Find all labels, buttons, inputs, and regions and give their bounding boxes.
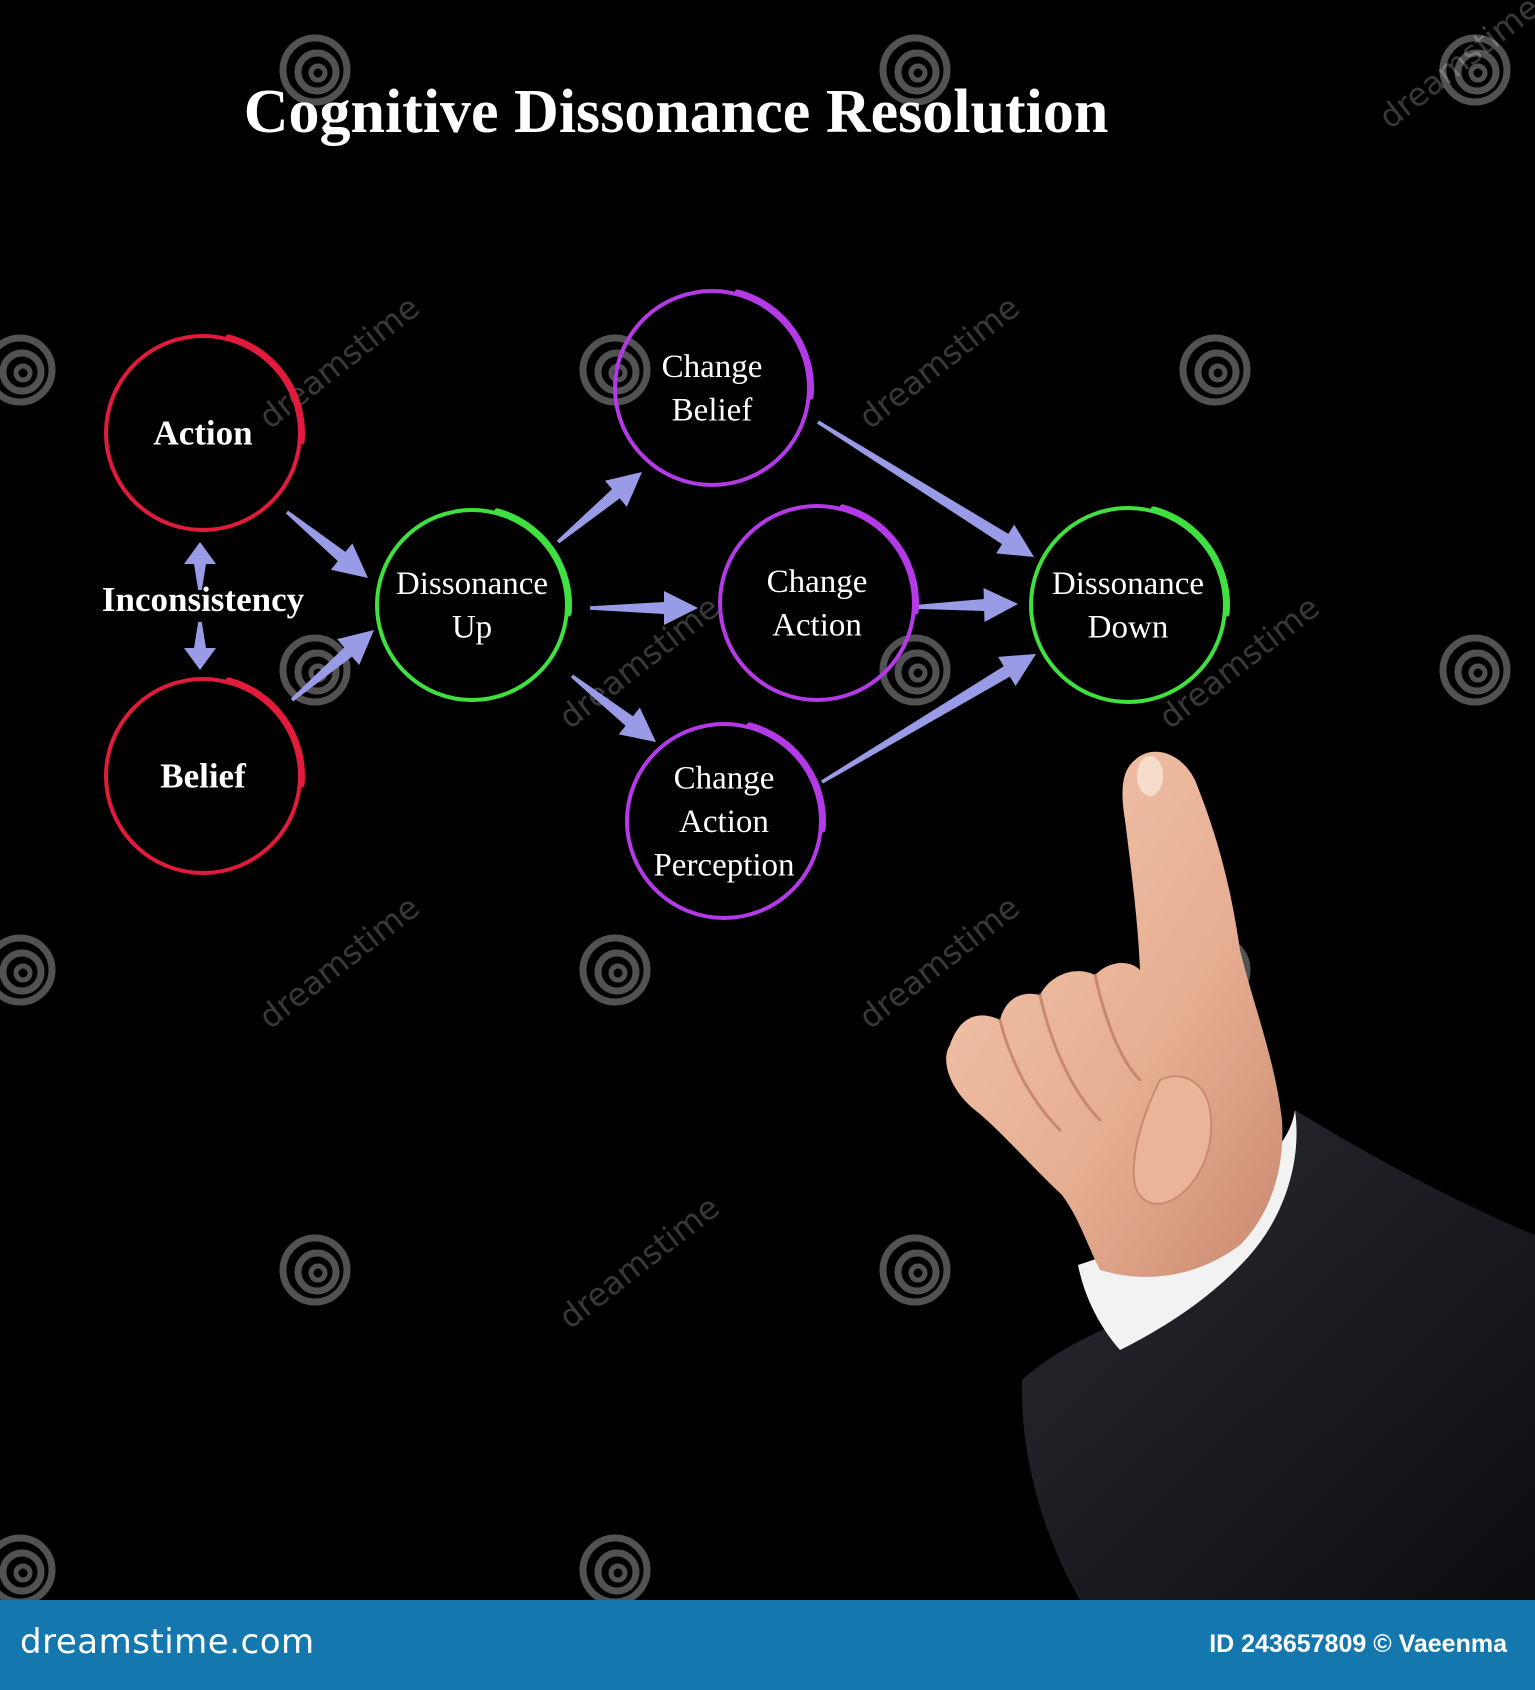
arrow-change-belief-to-dissonance-down <box>817 420 1034 557</box>
spiral-logo-icon <box>1439 634 1511 706</box>
arrow-action-to-dissonance-up <box>285 510 368 578</box>
node-label: Belief <box>160 757 246 796</box>
spiral-logo-icon <box>879 634 951 706</box>
node-ring-accent <box>839 504 919 615</box>
spiral-logo-icon <box>1439 34 1511 106</box>
node-label: Change <box>674 760 775 796</box>
node-belief: Belief <box>104 677 305 875</box>
fingernail <box>1137 756 1163 796</box>
watermark-text: dreamstime <box>852 288 1027 436</box>
node-ring-accent <box>494 508 572 617</box>
node-ring-accent <box>225 334 305 445</box>
arrow-dissonance-up-to-change-action <box>590 591 698 625</box>
node-ring-accent <box>746 722 826 833</box>
node-ring-accent <box>225 677 305 788</box>
node-action: Action <box>104 334 305 532</box>
node-ring <box>718 504 916 702</box>
footer-image-id: ID 243657809 © Vaeenma <box>1209 1630 1507 1658</box>
cognitive-dissonance-diagram: dreamstime dreamstime dreamstime dreamstime… <box>0 0 1535 1600</box>
watermark-text: dreamstime <box>252 288 427 436</box>
arrow-change-action-perception-to-dissonance-down <box>821 654 1036 784</box>
spiral-logo-icon <box>1179 334 1251 406</box>
footer-bar: dreamstime.com ID 243657809 © Vaeenma <box>0 1600 1535 1690</box>
spiral-logo-icon <box>0 334 56 406</box>
node-label: Dissonance <box>396 566 548 602</box>
spiral-logo-icon <box>279 34 351 106</box>
knuckle-lines <box>998 973 1142 1132</box>
watermark-text: dreamstime <box>552 1188 727 1336</box>
node-label: Action <box>772 608 862 644</box>
node-ring <box>375 508 569 702</box>
spiral-logo-icon <box>879 1234 951 1306</box>
pointing-hand-illustration <box>946 751 1535 1600</box>
spiral-logo-icon <box>879 34 951 106</box>
arrow-dissonance-up-to-change-action-perception <box>570 674 656 742</box>
arrow-action-to-belief-up <box>184 542 216 590</box>
node-label: Action <box>153 414 252 453</box>
suit-sleeve <box>1021 1110 1535 1600</box>
spiral-logo-icon <box>0 934 56 1006</box>
footer-brand-link[interactable]: dreamstime.com <box>20 1622 315 1662</box>
thumb <box>1132 1075 1213 1205</box>
node-label: Dissonance <box>1052 566 1204 602</box>
node-label: Belief <box>672 393 753 429</box>
watermark-text: dreamstime <box>852 888 1027 1036</box>
arrow-dissonance-up-to-change-belief <box>556 472 642 544</box>
node-label: Action <box>679 804 769 840</box>
node-ring-accent <box>1150 506 1230 617</box>
spiral-logo-icon <box>579 934 651 1006</box>
watermark-text: dreamstime <box>252 888 427 1036</box>
node-ring <box>1029 506 1227 704</box>
node-ring-accent <box>734 289 814 400</box>
spiral-logo-icon <box>579 1534 651 1600</box>
diagram-arrows <box>184 420 1036 784</box>
diagram-nodes: ActionBeliefDissonanceUpChangeBeliefChan… <box>104 289 1230 920</box>
inconsistency-label: Inconsistency <box>102 580 305 619</box>
watermark-text: dreamstime <box>1372 0 1535 136</box>
arrow-action-to-belief-down <box>184 622 216 670</box>
arrow-belief-to-dissonance-up <box>290 630 374 702</box>
spiral-logo-icon <box>279 1234 351 1306</box>
node-label: Up <box>452 610 492 646</box>
hand-palm <box>946 751 1283 1277</box>
spiral-logo-icon <box>279 634 351 706</box>
node-label: Down <box>1088 610 1169 646</box>
node-label: Change <box>767 564 868 600</box>
node-label: Change <box>662 349 763 385</box>
arrow-change-action-to-dissonance-down <box>911 587 1018 622</box>
page-title: Cognitive Dissonance Resolution <box>244 78 1109 146</box>
node-label: Perception <box>653 847 794 883</box>
spiral-logo-icon <box>0 1534 56 1600</box>
watermark-text: dreamstime <box>1152 588 1327 736</box>
